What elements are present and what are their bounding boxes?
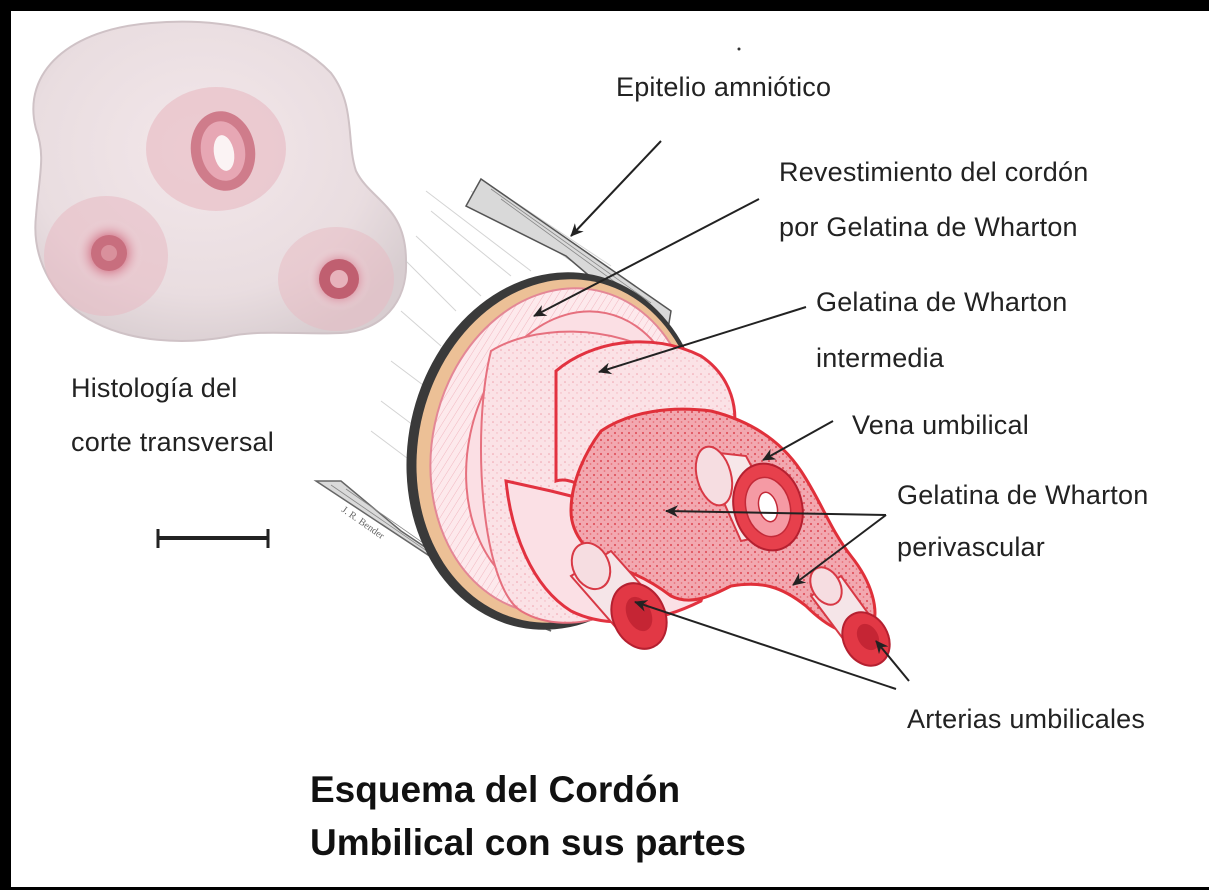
label-revestimiento-line1: Revestimiento del cordón — [779, 155, 1088, 189]
label-epitelio-amniotico: Epitelio amniótico — [616, 70, 831, 104]
arrow-epitelio — [571, 141, 661, 236]
histology-cross-section-image — [33, 22, 406, 341]
title-line2: Umbilical con sus partes — [310, 816, 746, 869]
diagram-title: Esquema del Cordón Umbilical con sus par… — [310, 763, 746, 869]
title-line1: Esquema del Cordón — [310, 763, 746, 816]
label-histologia-line2: corte transversal — [71, 425, 274, 459]
label-gelatina-intermedia-line1: Gelatina de Wharton — [816, 285, 1067, 319]
label-histologia-line1: Histología del — [71, 371, 237, 405]
label-gelatina-perivascular-line2: perivascular — [897, 530, 1045, 564]
diagram-panel: J. R. Bender Epitelio amniótico Revestim… — [11, 11, 1209, 887]
label-gelatina-intermedia-line2: intermedia — [816, 341, 944, 375]
label-arterias-umbilicales: Arterias umbilicales — [907, 702, 1145, 736]
label-vena-umbilical: Vena umbilical — [852, 408, 1029, 442]
label-revestimiento-line2: por Gelatina de Wharton — [779, 210, 1078, 244]
label-gelatina-perivascular-line1: Gelatina de Wharton — [897, 478, 1148, 512]
scale-bar — [158, 529, 268, 548]
